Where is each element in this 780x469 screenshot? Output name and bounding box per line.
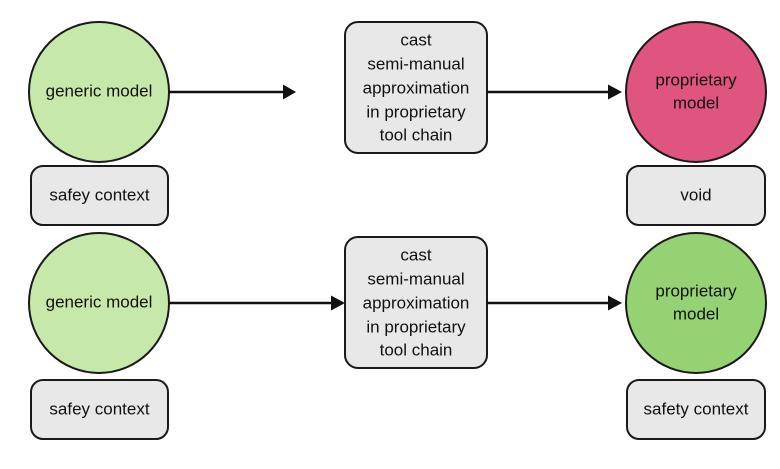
node-bottom-source-context[interactable]: safey context <box>30 379 169 440</box>
process-box-top-line3: approximation <box>363 78 470 97</box>
safey-context-box-top[interactable] <box>30 165 169 226</box>
edge-bottom-right <box>487 295 622 311</box>
process-box-bottom-line3: approximation <box>363 293 470 312</box>
safety-context-label-bottom: safety context <box>644 399 749 418</box>
proprietary-model-circle-top[interactable] <box>625 21 767 163</box>
proprietary-model-circle-bottom[interactable] <box>625 232 767 374</box>
process-box-top-line4: in proprietary <box>366 102 466 121</box>
process-box-bottom-line5: tool chain <box>380 340 453 359</box>
node-top-source-context[interactable]: safey context <box>30 165 169 226</box>
proprietary-model-label-top-line2: model <box>673 93 719 112</box>
node-top-process[interactable]: cast semi-manual approximation in propri… <box>344 21 488 154</box>
edge-bottom-left <box>169 295 345 311</box>
node-bottom-proprietary-model[interactable]: proprietary model <box>625 232 767 374</box>
safey-context-label-top: safey context <box>49 185 149 204</box>
process-box-top-line2: semi-manual <box>367 54 464 73</box>
edge-top-right-arrowhead <box>608 84 622 100</box>
node-top-target-context[interactable]: void <box>626 165 766 226</box>
safey-context-label-bottom: safey context <box>49 399 149 418</box>
proprietary-model-label-top-line1: proprietary <box>655 70 737 89</box>
process-box-bottom-line1: cast <box>400 245 431 264</box>
process-box-top-line1: cast <box>400 30 431 49</box>
node-top-proprietary-model[interactable]: proprietary model <box>625 21 767 163</box>
node-bottom-target-context[interactable]: safety context <box>626 379 766 440</box>
safey-context-box-bottom[interactable] <box>30 379 169 440</box>
edge-top-left-arrowhead <box>283 84 296 100</box>
edge-bottom-left-arrowhead <box>331 295 345 311</box>
node-bottom-process[interactable]: cast semi-manual approximation in propri… <box>344 236 488 369</box>
node-bottom-generic-model[interactable]: generic model <box>28 232 170 374</box>
process-box-bottom-line2: semi-manual <box>367 269 464 288</box>
proprietary-model-label-bottom-line2: model <box>673 304 719 323</box>
node-top-generic-model[interactable]: generic model <box>28 21 170 163</box>
void-box[interactable] <box>626 165 766 226</box>
edge-bottom-right-arrowhead <box>608 295 622 311</box>
edge-top-left <box>169 84 296 100</box>
process-box-top-line5: tool chain <box>380 125 453 144</box>
process-box-bottom-line4: in proprietary <box>366 317 466 336</box>
generic-model-label-bottom: generic model <box>46 292 153 311</box>
generic-model-label-top: generic model <box>46 81 153 100</box>
safety-context-box-bottom[interactable] <box>626 379 766 440</box>
proprietary-model-label-bottom-line1: proprietary <box>655 281 737 300</box>
process-box-top[interactable] <box>344 21 488 154</box>
void-label: void <box>680 185 711 204</box>
edge-top-right <box>487 84 622 100</box>
